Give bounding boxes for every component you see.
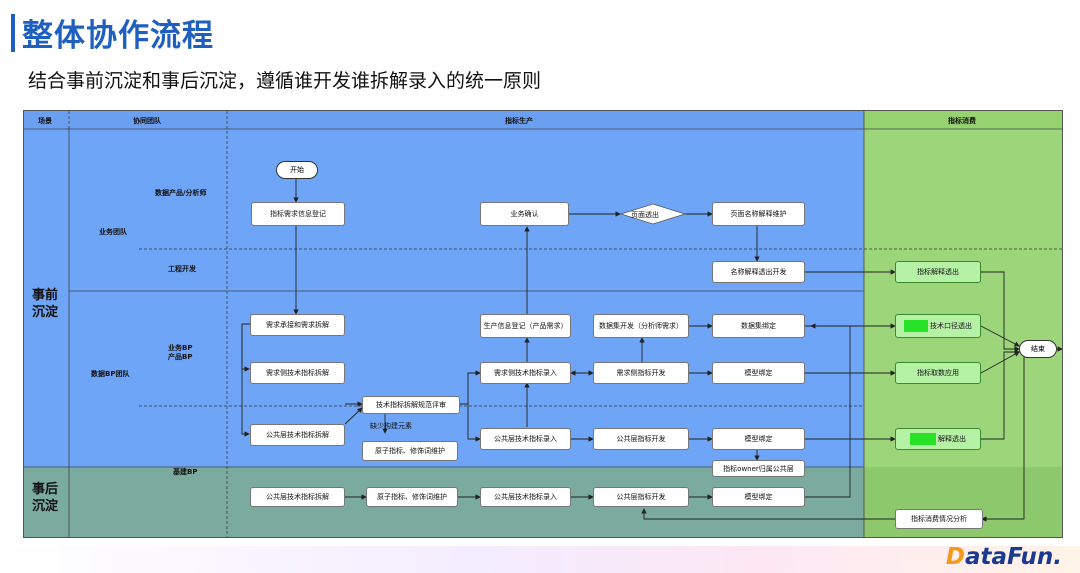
node-lack-atom: 缺少构建元素 — [370, 422, 412, 430]
node-req-accept: 需求承接和需求拆解 — [250, 314, 345, 336]
node-prod-register: 生产信息登记（产品需求） — [480, 314, 571, 338]
node-demand-entry: 需求侧技术指标录入 — [480, 362, 571, 384]
zone-consumption — [864, 129, 1062, 467]
node-page-expose-diamond — [620, 203, 686, 225]
node-page-expose: 页面透出 — [631, 211, 659, 219]
after-common-split: 公共层技术指标拆解 — [250, 487, 345, 507]
consume-usage: 指标取数应用 — [895, 362, 981, 384]
lane-label-data-product: 数据产品/分析师 — [155, 189, 207, 197]
column-header-production: 指标生产 — [505, 117, 533, 125]
collaboration-diagram: 场景 协同团队 指标生产 指标消费 事前 沉淀 事后 沉淀 业务团队 数据BP团… — [23, 110, 1063, 538]
consume-api: 技术口径透出 — [895, 314, 981, 338]
node-demand-split: 需求侧技术指标拆解 — [250, 362, 345, 384]
node-model-bind: 模型绑定 — [712, 362, 805, 384]
after-common-entry: 公共层技术指标录入 — [480, 487, 571, 507]
consume-analysis: 指标消费情况分析 — [895, 509, 983, 529]
title-accent-bar — [11, 14, 15, 52]
column-header-consumption: 指标消费 — [948, 117, 976, 125]
node-common-entry: 公共层技术指标录入 — [480, 428, 571, 450]
node-dataset-bind: 数据集绑定 — [712, 314, 805, 338]
column-header-team: 协同团队 — [133, 117, 161, 125]
after-common-dev: 公共层指标开发 — [593, 487, 689, 507]
lane-label-biz-bp: 业务BP 产品BP — [168, 344, 193, 361]
lane-label-engineering: 工程开发 — [168, 265, 196, 273]
node-req-register: 指标需求信息登记 — [251, 202, 345, 226]
start-node: 开始 — [276, 161, 318, 179]
page-subtitle: 结合事前沉淀和事后沉淀，遵循谁开发谁拆解录入的统一原则 — [28, 70, 542, 92]
after-model-bind: 模型绑定 — [712, 487, 805, 507]
consume-explain: 指标解释透出 — [895, 261, 981, 283]
lane-label-after: 事后 沉淀 — [32, 482, 59, 514]
end-node: 结束 — [1019, 340, 1057, 358]
logo-text: ataFun. — [964, 544, 1062, 570]
highlight-redaction — [910, 433, 936, 445]
lane-label-data-bp-team: 数据BP团队 — [91, 370, 130, 378]
node-atom-maintain: 原子指标、修饰词维护 — [362, 441, 458, 461]
consume-api-label: 技术口径透出 — [930, 322, 972, 330]
node-dataset-dev: 数据集开发（分析师需求） — [593, 314, 689, 338]
consume-explain-2-label: 解释透出 — [938, 435, 966, 443]
consume-explain-2: 解释透出 — [895, 428, 981, 450]
flow-connectors — [24, 111, 1062, 537]
lane-label-base-bp: 基建BP — [173, 468, 198, 476]
node-common-dev: 公共层指标开发 — [593, 428, 689, 450]
node-page-name-maintain: 页面名称解释维护 — [712, 202, 805, 226]
node-common-split: 公共层技术指标拆解 — [250, 424, 345, 446]
node-demand-dev: 需求侧指标开发 — [593, 362, 689, 384]
footer-gradient-band — [0, 546, 1080, 573]
page-title: 整体协作流程 — [22, 18, 214, 54]
lane-label-before: 事前 沉淀 — [32, 288, 59, 320]
column-header-scene: 场景 — [38, 117, 52, 125]
datafun-logo: DataFun. — [946, 544, 1062, 570]
header-row — [24, 111, 864, 129]
node-biz-confirm: 业务确认 — [480, 202, 569, 226]
node-review: 技术指标拆解规范评审 — [362, 396, 460, 414]
lane-label-biz-team: 业务团队 — [99, 228, 127, 236]
logo-initial: D — [945, 544, 965, 570]
after-atom-maintain: 原子指标、修饰词维护 — [366, 487, 458, 507]
node-model-bind-common: 模型绑定 — [712, 428, 805, 450]
highlight-redaction — [904, 320, 928, 332]
node-owner-layer: 指标owner归属公共层 — [712, 460, 805, 477]
node-name-dev: 名称解释透出开发 — [712, 261, 805, 283]
header-row-consumption — [864, 111, 1062, 129]
